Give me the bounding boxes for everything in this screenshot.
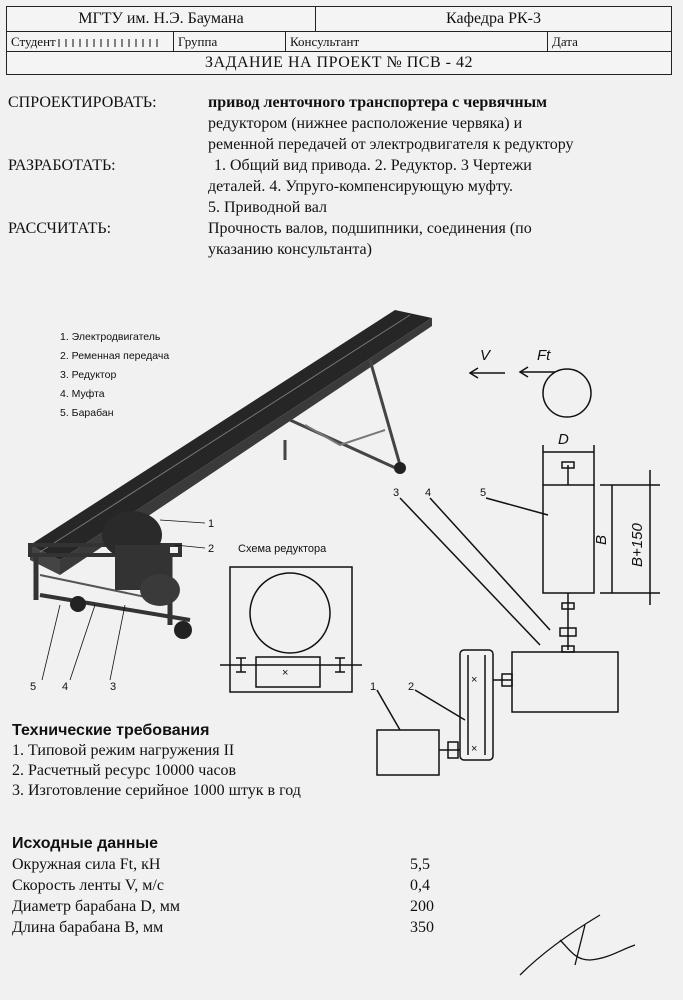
legend-item: 1. Электродвигатель [60, 331, 161, 343]
pulley-cross-mark: × [471, 674, 477, 686]
diameter-label: D [558, 431, 569, 448]
conveyor-label-3: 3 [110, 681, 116, 693]
pulley-cross-mark: × [471, 743, 477, 755]
scheme-label-2: 2 [408, 681, 414, 693]
scheme-label-5: 5 [480, 487, 486, 499]
develop-line-3: 5. Приводной вал [208, 199, 327, 216]
data-row: Диаметр барабана D, мм 200 [12, 896, 452, 917]
figure-legend: 1. Электродвигатель 2. Ременная передача… [60, 328, 169, 423]
reducer-scheme: × [220, 566, 362, 693]
design-line-1: привод ленточного транспортера с червячн… [208, 94, 548, 111]
scheme-label-1: 1 [370, 681, 376, 693]
develop-label: РАЗРАБОТАТЬ: [8, 157, 116, 174]
data-row: Скорость ленты V, м/с 0,4 [12, 875, 452, 896]
requirement-item: 1. Типовой режим нагружения II [12, 742, 235, 759]
requirements-title: Технические требования [12, 722, 210, 739]
task-section: СПРОЕКТИРОВАТЬ: привод ленточного трансп… [8, 92, 678, 260]
signature [519, 914, 636, 976]
legend-item: 3. Редуктор [60, 369, 117, 381]
scheme-label-4: 4 [425, 487, 431, 499]
student-label: Студент [11, 34, 56, 49]
worm-cross-mark: × [282, 667, 288, 679]
data-row-name: Диаметр барабана D, мм [12, 898, 181, 915]
legend-item: 2. Ременная передача [60, 350, 170, 362]
title-block: МГТУ им. Н.Э. Баумана Кафедра РК-3 Студе… [6, 6, 672, 75]
redacted-name [57, 39, 158, 48]
drive-scheme: V Ft D B B+150 [370, 347, 660, 776]
student-cell: Студент [7, 32, 174, 51]
consultant-cell: Консультант [286, 32, 548, 51]
design-line-2: редуктором (нижнее расположение червяка)… [208, 115, 523, 132]
force-label: Ft [537, 347, 551, 364]
conveyor-label-5: 5 [30, 681, 36, 693]
legend-item: 4. Муфта [60, 388, 105, 400]
requirement-item: 2. Расчетный ресурс 10000 часов [12, 762, 237, 779]
requirement-item: 3. Изготовление серийное 1000 штук в год [12, 782, 301, 799]
date-cell: Дата [552, 34, 578, 49]
overall-length-label: B+150 [629, 523, 646, 567]
calculate-label: РАССЧИТАТЬ: [8, 220, 112, 237]
calculate-line-1: Прочность валов, подшипники, соединения … [208, 220, 532, 237]
calculate-line-2: указанию консультанта) [208, 241, 372, 258]
university-cell: МГТУ им. Н.Э. Баумана [7, 7, 316, 31]
design-line-3: ременной передачей от электродвигателя к… [208, 136, 574, 153]
group-cell: Группа [174, 32, 286, 51]
initial-data-title: Исходные данные [12, 835, 159, 852]
data-row-name: Скорость ленты V, м/с [12, 877, 164, 894]
conveyor-label-1: 1 [208, 518, 214, 530]
conveyor-label-4: 4 [62, 681, 68, 693]
data-row-value: 0,4 [410, 877, 430, 894]
drum-length-label: B [593, 535, 610, 545]
department-cell: Кафедра РК-3 [446, 10, 541, 27]
data-row-value: 5,5 [410, 856, 430, 873]
data-row-value: 350 [410, 919, 434, 936]
conveyor-label-2: 2 [208, 543, 214, 555]
legend-item: 5. Барабан [60, 407, 114, 419]
scheme-label-3: 3 [393, 487, 399, 499]
data-row-name: Длина барабана B, мм [12, 919, 164, 936]
develop-line-2: деталей. 4. Упруго-компенсирующую муфту. [208, 178, 514, 195]
technical-requirements: Технические требования 1. Типовой режим … [12, 721, 392, 801]
design-label: СПРОЕКТИРОВАТЬ: [8, 94, 157, 111]
assignment-title: ЗАДАНИЕ НА ПРОЕКТ № ПСВ - 42 [205, 54, 473, 71]
develop-line-1: 1. Общий вид привода. 2. Редуктор. 3 Чер… [214, 157, 532, 174]
data-row: Окружная сила Ft, кН 5,5 [12, 854, 452, 875]
initial-data: Исходные данные Окружная сила Ft, кН 5,5… [12, 833, 452, 938]
data-row-value: 200 [410, 898, 434, 915]
reducer-scheme-title: Схема редуктора [238, 543, 327, 555]
conveyor-illustration: 1 2 5 4 3 [28, 310, 432, 693]
data-row-name: Окружная сила Ft, кН [12, 856, 161, 873]
data-row: Длина барабана B, мм 350 [12, 917, 452, 938]
velocity-label: V [480, 347, 492, 364]
